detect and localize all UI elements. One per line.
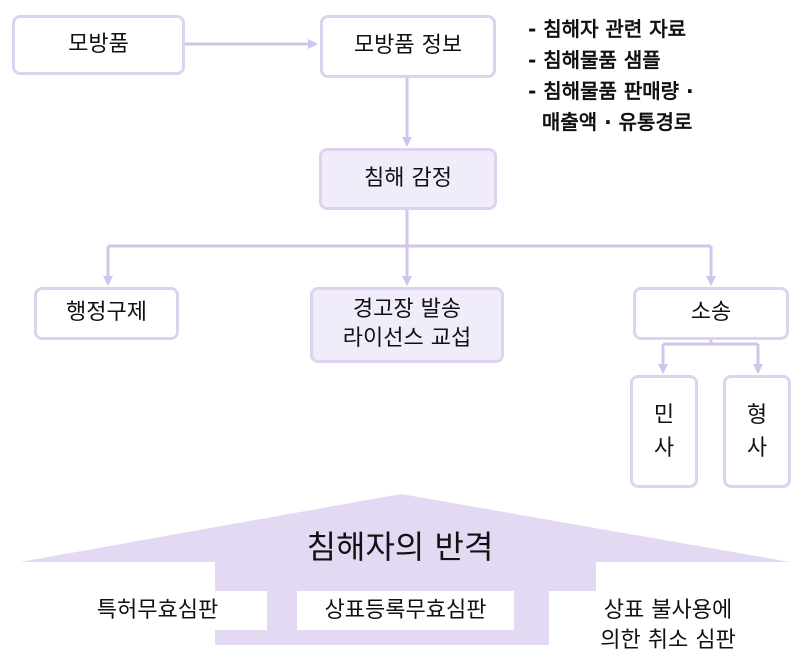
info-notes-list: - 침해자 관련 자료 - 침해물품 샘플 - 침해물품 판매량 · 매출액 ·… bbox=[528, 14, 694, 138]
counterfeit-box: 모방품 bbox=[12, 15, 185, 75]
info-note: - 침해물품 판매량 · bbox=[528, 79, 694, 103]
option-label: 특허무효심판 bbox=[96, 597, 219, 623]
counterfeit-info-label: 모방품 정보 bbox=[353, 33, 463, 59]
counterattack-option-trademark-invalid: 상표등록무효심판 bbox=[297, 591, 514, 630]
infringement-appraisal-label: 침해 감정 bbox=[364, 165, 452, 191]
civil-label: 민 사 bbox=[653, 402, 675, 461]
lawsuit-box: 소송 bbox=[633, 287, 789, 340]
counterattack-roof bbox=[20, 494, 790, 645]
criminal-box: 형 사 bbox=[723, 375, 791, 488]
admin-regulation-label: 행정구제 bbox=[66, 300, 147, 326]
info-note: - 침해자 관련 자료 bbox=[528, 17, 686, 41]
counterattack-option-patent: 특허무효심판 bbox=[48, 591, 267, 630]
warning-license-label: 경고장 발송 라이선스 교섭 bbox=[342, 297, 472, 351]
counterattack-option-trademark-cancel: 상표 불사용에 의한 취소 심판 bbox=[549, 591, 787, 661]
counterattack-title: 침해자의 반격 bbox=[306, 528, 494, 566]
counterfeit-label: 모방품 bbox=[68, 31, 129, 57]
info-note: - 침해물품 샘플 bbox=[528, 48, 661, 72]
option-label: 상표 불사용에 의한 취소 심판 bbox=[600, 598, 736, 653]
warning-license-box: 경고장 발송 라이선스 교섭 bbox=[310, 287, 504, 363]
infringement-appraisal-box: 침해 감정 bbox=[319, 148, 497, 210]
option-label: 상표등록무효심판 bbox=[324, 597, 487, 623]
admin-regulation-box: 행정구제 bbox=[34, 287, 179, 340]
counterfeit-info-box: 모방품 정보 bbox=[320, 15, 496, 78]
civil-box: 민 사 bbox=[630, 375, 698, 488]
info-note: 매출액 · 유통경로 bbox=[528, 110, 693, 134]
lawsuit-label: 소송 bbox=[690, 300, 732, 326]
criminal-label: 형 사 bbox=[746, 402, 768, 461]
